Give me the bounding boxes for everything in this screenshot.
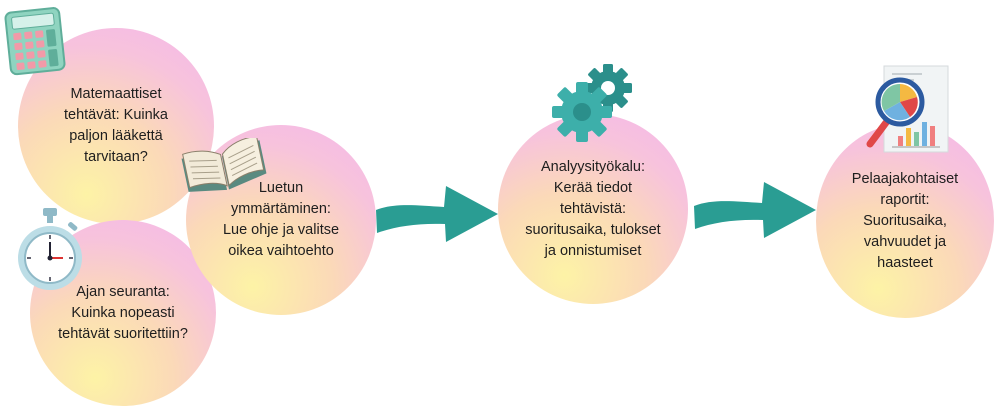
report-magnifier-icon — [862, 64, 952, 156]
calculator-icon — [4, 6, 68, 76]
stopwatch-icon — [16, 206, 84, 296]
gears-icon — [550, 62, 638, 144]
bubble-math-tasks: Matemaattiset tehtävät: Kuinka paljon lä… — [18, 28, 214, 224]
bubble-reading-text: Luetun ymmärtäminen: Lue ohje ja valitse… — [222, 180, 340, 259]
bubble-math-text: Matemaattiset tehtävät: Kuinka paljon lä… — [64, 86, 168, 165]
bubble-analysis: Analyysityökalu: Kerää tiedot tehtävistä… — [498, 114, 688, 304]
arrow-right-icon — [692, 180, 818, 242]
bubble-analysis-text: Analyysityökalu: Kerää tiedot tehtävistä… — [525, 158, 661, 259]
open-book-icon — [178, 138, 270, 194]
bubble-report-text: Pelaajakohtaiset raportit: Suoritusaika,… — [851, 170, 959, 271]
bubble-time-text: Ajan seuranta: Kuinka nopeasti tehtävät … — [58, 283, 188, 342]
bubble-report: Pelaajakohtaiset raportit: Suoritusaika,… — [816, 124, 994, 318]
arrow-right-icon — [374, 184, 500, 246]
